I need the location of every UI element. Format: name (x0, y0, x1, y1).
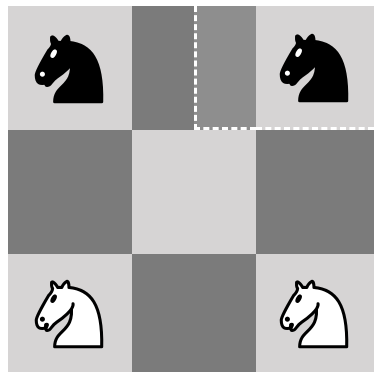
board-square[interactable] (132, 130, 256, 254)
board-square[interactable] (132, 6, 194, 130)
board-square[interactable] (132, 254, 256, 372)
white-knight-icon[interactable] (269, 267, 361, 359)
chess-board (8, 6, 374, 372)
board-square[interactable] (8, 130, 132, 254)
selected-square[interactable] (194, 6, 256, 130)
white-knight-icon[interactable] (24, 267, 116, 359)
black-knight-icon[interactable] (24, 22, 116, 114)
board-square[interactable] (8, 254, 132, 372)
board-square[interactable] (8, 6, 132, 130)
board-square[interactable] (256, 254, 374, 372)
black-knight-icon[interactable] (269, 21, 361, 113)
board-square[interactable] (256, 6, 374, 130)
board-square[interactable] (256, 130, 374, 254)
